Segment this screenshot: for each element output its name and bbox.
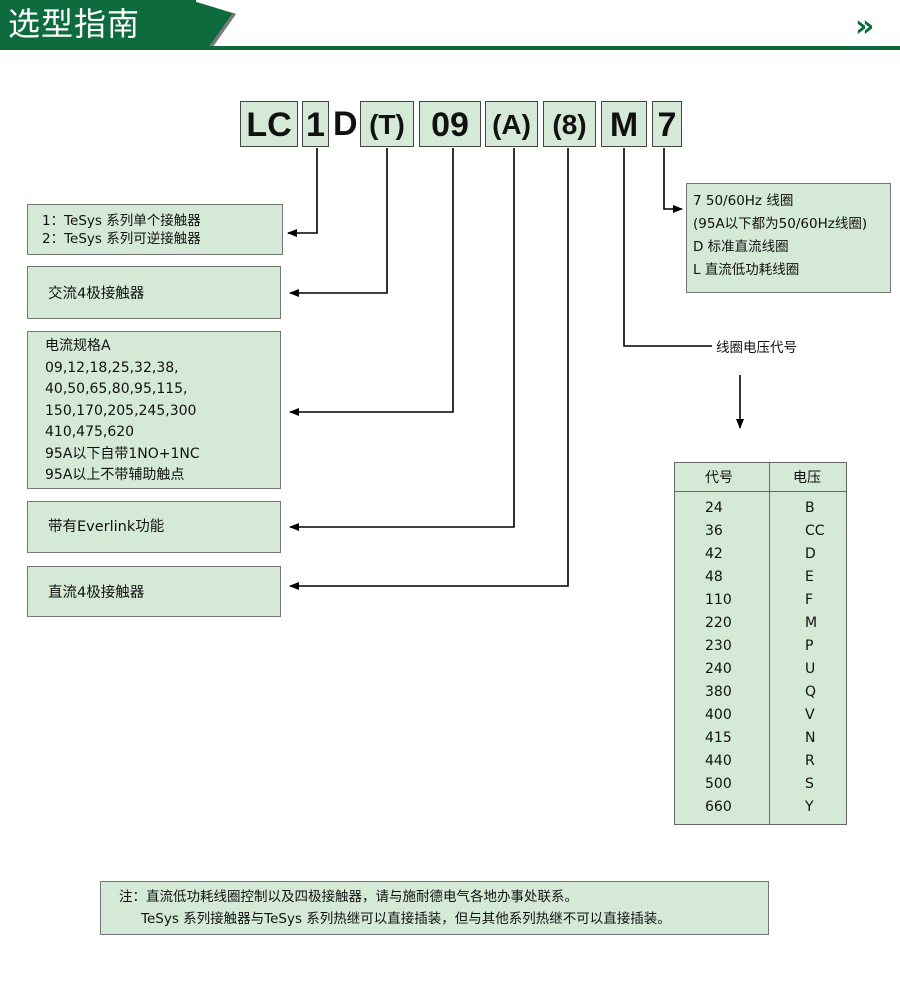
current-line-3: 40,50,65,80,95,115, bbox=[45, 381, 188, 397]
everlink-label: 带有Everlink功能 bbox=[48, 519, 165, 535]
header-voltage: 电压 bbox=[793, 470, 821, 486]
voltage-code-cell: 24 bbox=[705, 500, 723, 516]
voltage-letter-cell: F bbox=[805, 592, 814, 608]
header-tab bbox=[0, 0, 196, 48]
current-line-1: 电流规格A bbox=[45, 338, 111, 354]
dc4-box: 直流4极接触器 bbox=[27, 566, 281, 617]
connector-voltage bbox=[623, 148, 712, 347]
voltage-letter-cell: V bbox=[805, 707, 815, 723]
table-row: 24 B bbox=[675, 500, 846, 523]
voltage-code-label: 线圈电压代号 bbox=[716, 340, 797, 356]
everlink-box: 带有Everlink功能 bbox=[27, 501, 281, 553]
voltage-code-cell: 42 bbox=[705, 546, 723, 562]
voltage-letter-cell: M bbox=[805, 615, 818, 631]
note-line-2: TeSys 系列接触器与TeSys 系列热继可以直接插装，但与其他系列热继不可以… bbox=[141, 911, 671, 927]
voltage-code-cell: 415 bbox=[705, 730, 732, 746]
current-line-7: 95A以上不带辅助触点 bbox=[45, 467, 185, 483]
voltage-letter-cell: E bbox=[805, 569, 814, 585]
series-box: 1：TeSys 系列单个接触器 2：TeSys 系列可逆接触器 bbox=[27, 204, 283, 255]
voltage-code-cell: 48 bbox=[705, 569, 723, 585]
voltage-letter-cell: R bbox=[805, 753, 815, 769]
voltage-code-cell: 220 bbox=[705, 615, 732, 631]
voltage-table-header: 代号 电压 bbox=[675, 463, 846, 492]
voltage-code-cell: 380 bbox=[705, 684, 732, 700]
code-part-m: M bbox=[601, 101, 647, 147]
table-row: 36 CC bbox=[675, 523, 846, 546]
voltage-letter-cell: Y bbox=[805, 799, 814, 815]
ac4-label: 交流4极接触器 bbox=[48, 286, 145, 302]
code-part-a: (A) bbox=[485, 101, 538, 147]
code-part-t: (T) bbox=[360, 101, 414, 147]
table-row: 240 U bbox=[675, 661, 846, 684]
code-part-lc: LC bbox=[240, 101, 298, 147]
coil-line-1: 7 50/60Hz 线圈 bbox=[693, 193, 794, 209]
table-row: 660 Y bbox=[675, 799, 846, 822]
series-line-1: 1：TeSys 系列单个接触器 bbox=[42, 213, 201, 229]
voltage-code-cell: 36 bbox=[705, 523, 723, 539]
voltage-table: 代号 电压 24 B 36 CC 42 D 48 E 110 F 220 M 230 P 240 U 380 Q 4… bbox=[674, 462, 847, 825]
coil-box: 7 50/60Hz 线圈 (95A以下都为50/60Hz线圈) D 标准直流线圈… bbox=[686, 183, 891, 293]
voltage-code-cell: 230 bbox=[705, 638, 732, 654]
code-part-8: (8) bbox=[543, 101, 596, 147]
series-line-2: 2：TeSys 系列可逆接触器 bbox=[42, 231, 201, 247]
coil-line-2: (95A以下都为50/60Hz线圈) bbox=[693, 216, 868, 232]
table-row: 48 E bbox=[675, 569, 846, 592]
voltage-letter-cell: S bbox=[805, 776, 814, 792]
connector-ac4 bbox=[289, 148, 388, 297]
voltage-letter-cell: D bbox=[805, 546, 816, 562]
voltage-letter-cell: CC bbox=[805, 523, 825, 539]
coil-line-4: L 直流低功耗线圈 bbox=[693, 262, 800, 278]
table-row: 400 V bbox=[675, 707, 846, 730]
code-part-7: 7 bbox=[652, 101, 682, 147]
voltage-letter-cell: U bbox=[805, 661, 816, 677]
voltage-letter-cell: P bbox=[805, 638, 814, 654]
footnote: 注：直流低功耗线圈控制以及四极接触器，请与施耐德电气各地办事处联系。 TeSys… bbox=[100, 881, 769, 935]
table-row: 440 R bbox=[675, 753, 846, 776]
connector-current bbox=[289, 148, 454, 416]
note-line-1: 注：直流低功耗线圈控制以及四极接触器，请与施耐德电气各地办事处联系。 bbox=[119, 889, 578, 905]
coil-line-3: D 标准直流线圈 bbox=[693, 239, 789, 255]
voltage-code-cell: 400 bbox=[705, 707, 732, 723]
connector-dc4 bbox=[289, 148, 569, 590]
connector-series bbox=[287, 148, 318, 237]
voltage-letter-cell: B bbox=[805, 500, 815, 516]
voltage-code-cell: 240 bbox=[705, 661, 732, 677]
voltage-letter-cell: N bbox=[805, 730, 816, 746]
header-slant bbox=[190, 0, 236, 48]
table-column-divider bbox=[769, 463, 770, 824]
table-row: 500 S bbox=[675, 776, 846, 799]
connector-everlink bbox=[289, 148, 515, 531]
current-line-2: 09,12,18,25,32,38, bbox=[45, 359, 179, 376]
table-row: 415 N bbox=[675, 730, 846, 753]
code-part-09: 09 bbox=[419, 101, 481, 147]
page-title: 选型指南 bbox=[8, 5, 141, 43]
dc4-label: 直流4极接触器 bbox=[48, 585, 145, 601]
current-line-6: 95A以下自带1NO+1NC bbox=[45, 445, 200, 462]
table-row: 380 Q bbox=[675, 684, 846, 707]
table-row: 220 M bbox=[675, 615, 846, 638]
voltage-code-cell: 660 bbox=[705, 799, 732, 815]
voltage-code-cell: 440 bbox=[705, 753, 732, 769]
current-line-4: 150,170,205,245,300 bbox=[45, 402, 197, 419]
table-row: 110 F bbox=[675, 592, 846, 615]
header-code: 代号 bbox=[705, 470, 733, 486]
voltage-code-cell: 500 bbox=[705, 776, 732, 792]
current-line-5: 410,475,620 bbox=[45, 424, 135, 440]
voltage-letter-cell: Q bbox=[805, 684, 817, 700]
ac4-box: 交流4极接触器 bbox=[27, 266, 281, 319]
current-box: 电流规格A 09,12,18,25,32,38, 40,50,65,80,95,… bbox=[27, 331, 281, 489]
code-part-d: D bbox=[333, 105, 358, 143]
table-row: 230 P bbox=[675, 638, 846, 661]
code-part-1: 1 bbox=[302, 101, 329, 147]
connector-coil bbox=[663, 148, 683, 213]
double-chevron-icon: » bbox=[855, 9, 875, 44]
voltage-code-cell: 110 bbox=[705, 592, 732, 608]
header-rule bbox=[0, 46, 900, 50]
table-row: 42 D bbox=[675, 546, 846, 569]
